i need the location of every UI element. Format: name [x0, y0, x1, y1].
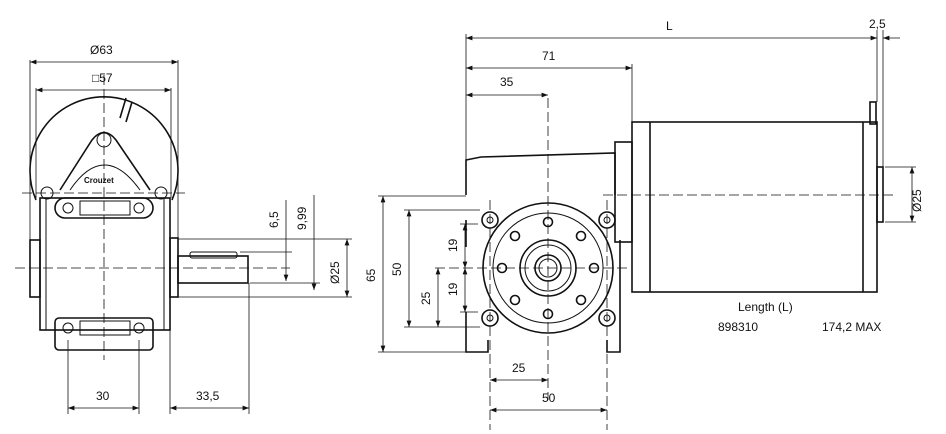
dim-shaft-length: 33,5 [196, 389, 220, 403]
dim-outer-diameter: Ø63 [90, 43, 113, 57]
shaft-key [189, 251, 238, 259]
length-table-header: Length (L) [738, 300, 793, 314]
dim-square: □57 [92, 71, 113, 85]
dim-gearbox-length: 71 [542, 49, 556, 63]
length-value: 174,2 MAX [822, 320, 881, 334]
dim-hub-diameter: Ø25 [328, 261, 342, 284]
motor-boss [876, 166, 884, 223]
terminal-tab [869, 101, 877, 125]
part-number: 898310 [718, 320, 758, 334]
gearbox-housing [465, 152, 616, 195]
dim-half-height: 25 [419, 291, 433, 305]
dim-shaft-flat: 9,99 [295, 206, 309, 230]
side-view: Crouzet Ø63 □57 30 33,5 6,5 9,99 [15, 43, 352, 414]
dim-motor-boss-diameter: Ø25 [910, 189, 924, 212]
crouzet-logo: Crouzet [84, 176, 114, 185]
dim-half-width: 25 [512, 361, 526, 375]
dim-end-offset: 2,5 [869, 17, 886, 31]
dim-hole-vertical: 50 [390, 262, 404, 276]
dim-axis-offset: 35 [500, 75, 514, 89]
motor-body [631, 121, 878, 293]
front-view: L 2,5 71 35 Ø25 65 50 25 19 19 25 50 [364, 17, 924, 430]
dim-key-height: 6,5 [267, 211, 281, 228]
dim-upper-19: 19 [446, 238, 460, 252]
length-table: Length (L) 898310 174,2 MAX [718, 300, 881, 334]
dim-hole-spacing: 30 [96, 389, 110, 403]
dim-hole-horizontal: 50 [542, 391, 556, 405]
dim-height: 65 [364, 268, 378, 282]
dim-lower-19: 19 [446, 282, 460, 296]
output-shaft [177, 255, 249, 284]
dim-length: L [666, 19, 673, 33]
